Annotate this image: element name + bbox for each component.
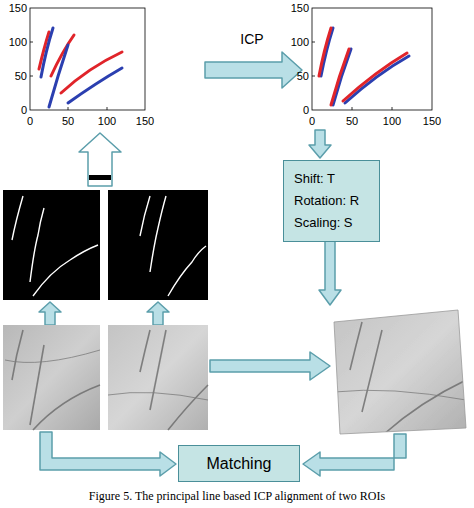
- axis-tick: 100: [98, 115, 116, 127]
- axis-tick: 0: [21, 104, 27, 116]
- plot-after: [312, 8, 432, 110]
- axis-tick: 150: [136, 115, 154, 127]
- box-text: Rotation: R: [294, 190, 369, 212]
- feedback-arrow: [79, 133, 121, 186]
- axis-tick: 0: [309, 115, 315, 127]
- arrow-label: ICP: [240, 32, 263, 47]
- axis-tick: 50: [297, 70, 309, 82]
- axis-tick: 100: [383, 115, 401, 127]
- axis-tick: 0: [27, 115, 33, 127]
- line-image: [3, 190, 208, 300]
- plot-before: [30, 8, 145, 110]
- box-text: Shift: T: [294, 168, 369, 190]
- axis-tick: 150: [9, 2, 27, 14]
- axis-tick: 0: [303, 104, 309, 116]
- box-text: Matching: [189, 453, 289, 474]
- axis-tick: 100: [291, 36, 309, 48]
- axis-tick: 150: [423, 115, 441, 127]
- palm-image: [3, 310, 466, 434]
- axis-tick: 150: [291, 2, 309, 14]
- axis-tick: 50: [62, 115, 74, 127]
- parameter-box: Shift: TRotation: RScaling: S: [283, 160, 380, 242]
- box-text: Scaling: S: [294, 212, 369, 234]
- axis-tick: 50: [15, 70, 27, 82]
- axis-tick: 50: [346, 115, 358, 127]
- axis-tick: 100: [9, 36, 27, 48]
- process-box: Matching: [178, 445, 300, 482]
- figure-caption: Figure 5. The principal line based ICP a…: [89, 489, 385, 503]
